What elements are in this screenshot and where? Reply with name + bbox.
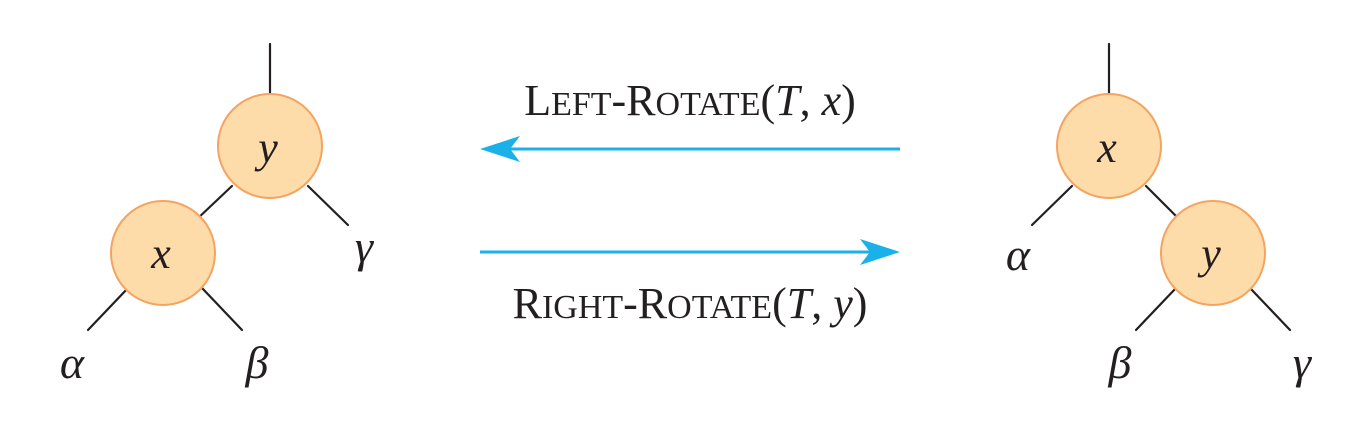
- right-y-to-gamma-edge: [1248, 286, 1292, 332]
- left-rotate-label: LEFT-ROTATE(T, x): [524, 76, 856, 125]
- left-child-label: x: [150, 229, 171, 278]
- left-child-circle: [110, 200, 216, 306]
- right-root-node: x: [1056, 93, 1162, 199]
- left-root-node: y: [217, 93, 323, 199]
- right-rotate-arrow: [480, 239, 900, 265]
- right-child-circle: [1160, 200, 1266, 306]
- left-root-circle: [217, 93, 323, 199]
- right-root-to-alpha-edge: [1030, 184, 1074, 227]
- right-y-to-beta-edge: [1134, 286, 1178, 332]
- left-arrow-head: [480, 136, 520, 162]
- right-root-to-y-edge: [1144, 184, 1180, 220]
- right-arrow-head: [860, 239, 900, 265]
- right-root-label: x: [1096, 123, 1117, 172]
- right-leaf-gamma: γ: [1293, 337, 1313, 388]
- left-root-label: y: [254, 123, 278, 172]
- left-rotate-arrow: [480, 136, 900, 162]
- right-leaf-alpha: α: [1006, 229, 1031, 280]
- right-child-node: y: [1160, 200, 1266, 306]
- left-root-to-gamma-edge: [306, 184, 350, 227]
- right-root-circle: [1056, 93, 1162, 199]
- left-leaf-gamma: γ: [355, 221, 375, 272]
- left-leaf-alpha: α: [60, 337, 85, 388]
- left-child-node: x: [110, 200, 216, 306]
- right-tree: x y α β γ: [1006, 42, 1313, 388]
- right-rotate-label: RIGHT-ROTATE(T, y): [513, 279, 868, 328]
- left-root-to-x-edge: [194, 184, 234, 222]
- right-child-label: y: [1197, 229, 1221, 278]
- left-x-to-beta-edge: [200, 286, 244, 332]
- operations: LEFT-ROTATE(T, x) RIGHT-ROTATE(T, y): [480, 76, 900, 328]
- left-tree: y x α β γ: [60, 42, 375, 388]
- left-leaf-beta: β: [245, 337, 269, 388]
- right-leaf-beta: β: [1108, 337, 1132, 388]
- left-x-to-alpha-edge: [86, 286, 130, 332]
